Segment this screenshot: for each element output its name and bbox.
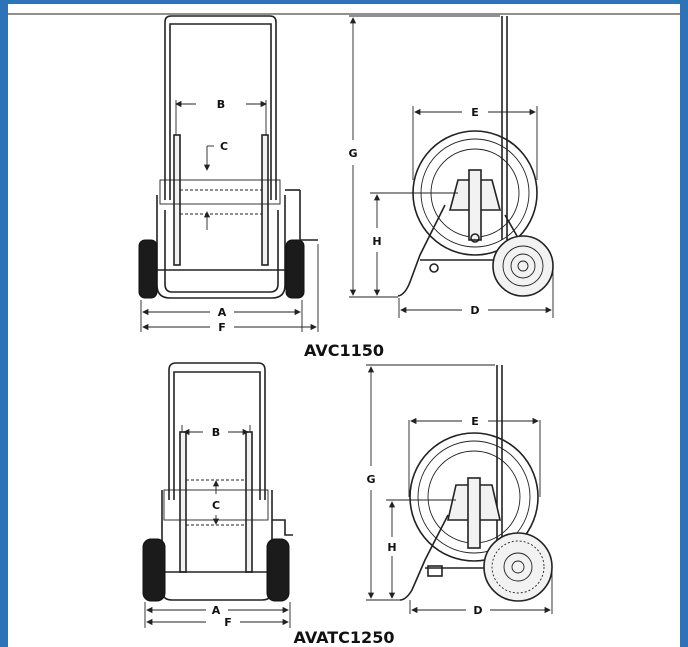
avc1150-front-view: B C A F	[138, 15, 319, 334]
model-title-avc1150: AVC1150	[304, 341, 384, 360]
dim-label-h: H	[372, 235, 381, 248]
model-title-avatc1250: AVATC1250	[294, 628, 395, 647]
dim-label-g-2: G	[366, 473, 375, 486]
avatc1250-side-view: E G H D	[366, 364, 553, 617]
dim-label-a: A	[218, 306, 227, 319]
dim-label-e: E	[471, 106, 479, 119]
dim-label-g: G	[348, 147, 357, 160]
dim-label-d-2: D	[473, 604, 482, 617]
dim-label-f: F	[218, 321, 226, 334]
avc1150-side-view: E G H D	[348, 15, 554, 318]
dim-label-f-2: F	[224, 616, 232, 629]
dim-label-c: C	[220, 140, 228, 153]
dim-label-b: B	[217, 98, 225, 111]
avatc1250-front-view: B C A F	[142, 362, 293, 629]
dim-label-c-2: C	[212, 499, 220, 512]
dim-label-e-2: E	[471, 415, 479, 428]
dim-label-a-2: A	[212, 604, 221, 617]
dim-label-h-2: H	[387, 541, 396, 554]
dim-label-d: D	[470, 304, 479, 317]
dim-label-b-2: B	[212, 426, 220, 439]
